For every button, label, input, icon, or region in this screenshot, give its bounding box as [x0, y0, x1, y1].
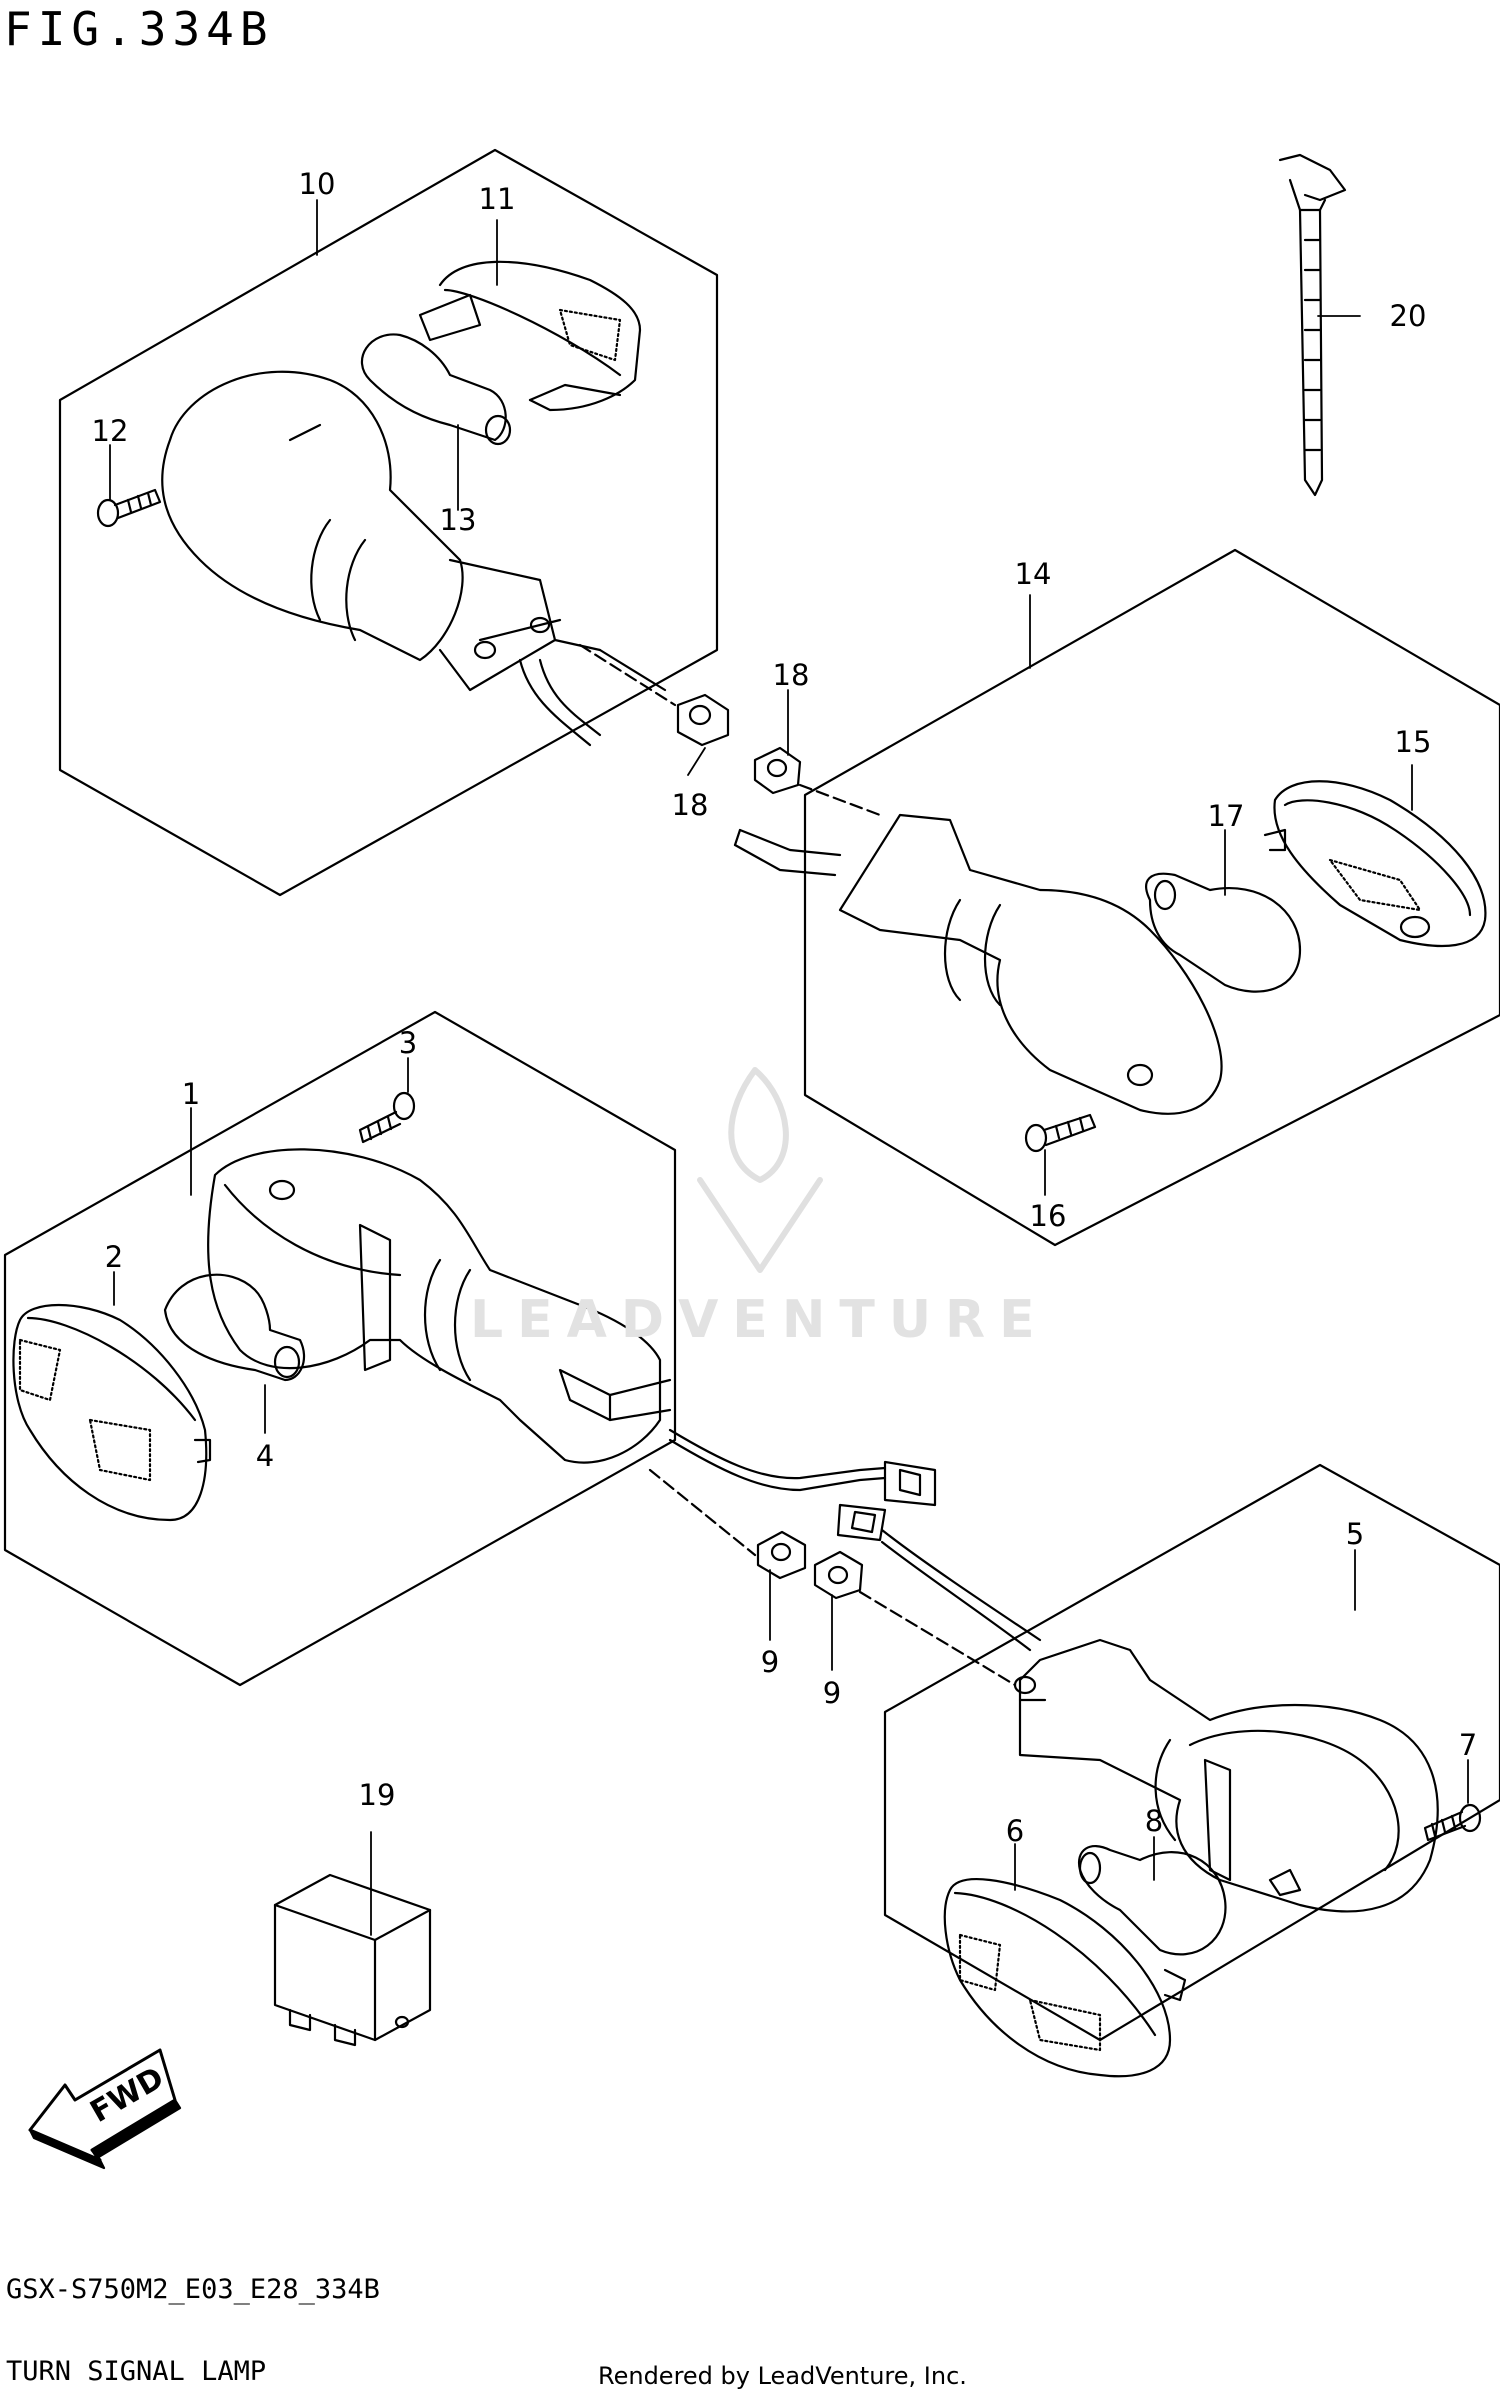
nut-9-b: [813, 1550, 864, 1600]
lens-2: [12, 1304, 212, 1522]
bulb-13: [360, 333, 512, 446]
box-assembly-1: [3, 1010, 677, 1687]
callout-20: 20: [1390, 299, 1427, 333]
part-group-name: TURN SIGNAL LAMP: [6, 2356, 267, 2387]
callout-19: 19: [359, 1778, 396, 1812]
callout-11: 11: [479, 182, 516, 216]
wire-connector-1: [668, 1428, 937, 1507]
screw-16: [1024, 1113, 1097, 1153]
turn-lamp-housing-5: [1013, 1638, 1439, 1913]
callout-9-b: 9: [823, 1676, 841, 1710]
turn-lamp-housing-14: [733, 813, 1223, 1115]
leader-lines: [109, 199, 1469, 1936]
callout-3: 3: [399, 1026, 417, 1060]
bulb-8: [1077, 1844, 1227, 1956]
callout-16: 16: [1030, 1199, 1067, 1233]
bulb-4: [163, 1273, 306, 1382]
wire-connector-5: [836, 1503, 1042, 1652]
callout-8: 8: [1145, 1804, 1163, 1838]
callout-18-a: 18: [773, 658, 810, 692]
relay-19: [273, 1873, 432, 2047]
rendered-by: Rendered by LeadVenture, Inc.: [598, 2362, 967, 2390]
model-code: GSX-S750M2_E03_E28_334B: [6, 2274, 380, 2305]
screw-7: [1423, 1803, 1482, 1842]
callout-9-a: 9: [761, 1645, 779, 1679]
callout-12: 12: [92, 414, 129, 448]
watermark-logo: [697, 1067, 823, 1273]
callout-10: 10: [299, 167, 336, 201]
box-assembly-10: [58, 148, 719, 897]
figure-title: FIG.334B: [4, 2, 274, 56]
callout-15: 15: [1395, 725, 1432, 759]
lens-6: [943, 1878, 1187, 2078]
callout-4: 4: [256, 1439, 274, 1473]
lens-11: [418, 260, 642, 412]
cable-tie-20: [1278, 153, 1347, 497]
callout-5: 5: [1346, 1517, 1364, 1551]
turn-lamp-housing-1: [207, 1148, 672, 1464]
callout-18-b: 18: [672, 788, 709, 822]
callout-1: 1: [182, 1077, 200, 1111]
fwd-arrow-icon: [28, 2048, 182, 2170]
box-assembly-5: [883, 1463, 1500, 2042]
turn-lamp-housing-10: [161, 370, 667, 747]
callout-2: 2: [105, 1240, 123, 1274]
box-assembly-14: [803, 548, 1500, 1247]
screw-3: [358, 1091, 416, 1144]
bulb-17: [1145, 872, 1302, 993]
screw-12: [96, 488, 162, 528]
callout-14: 14: [1015, 557, 1052, 591]
nut-9-a: [756, 1530, 807, 1580]
callout-7: 7: [1459, 1728, 1477, 1762]
callout-6: 6: [1006, 1814, 1024, 1848]
lens-15: [1263, 780, 1487, 948]
nut-18-b: [753, 746, 802, 795]
callout-labels: 10 11 12 13 20 14 18 18 15 17 16 3 1 2 4…: [92, 167, 1478, 1848]
watermark-text: LEADVENTURE: [470, 1290, 1049, 1350]
callout-13: 13: [440, 503, 477, 537]
nut-18-a: [676, 693, 730, 747]
callout-17: 17: [1208, 799, 1245, 833]
